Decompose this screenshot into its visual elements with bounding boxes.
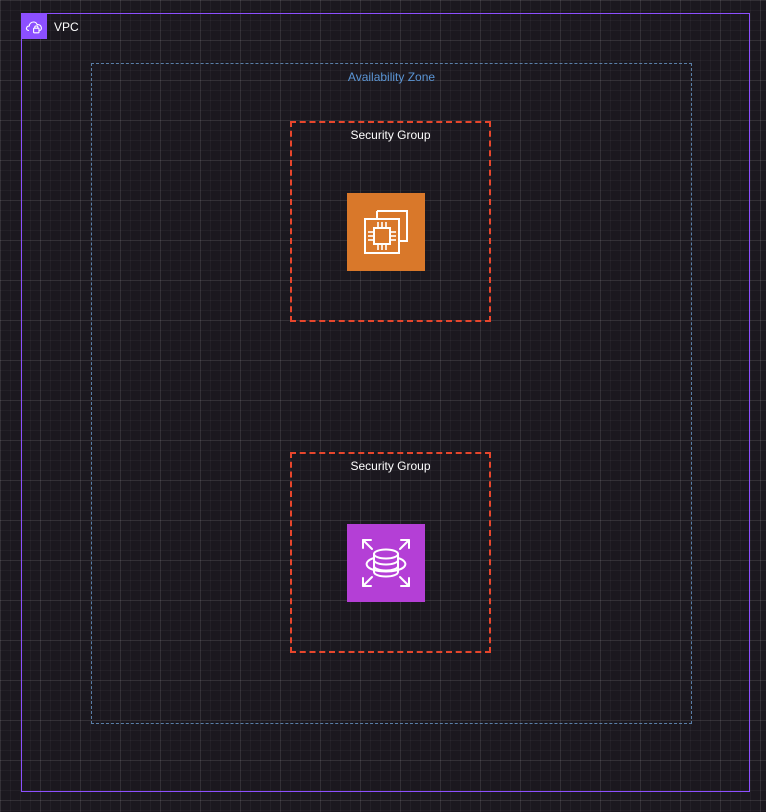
availability-zone-label: Availability Zone xyxy=(347,70,436,84)
security-group-rds[interactable]: Security Group xyxy=(290,452,491,653)
vpc-label: VPC xyxy=(54,20,79,34)
ec2-instance-icon[interactable] xyxy=(347,193,425,271)
security-group-ec2[interactable]: Security Group xyxy=(290,121,491,322)
rds-database-icon[interactable] xyxy=(347,524,425,602)
security-group-label: Security Group xyxy=(350,128,431,142)
vpc-group[interactable]: VPC xyxy=(21,13,750,792)
vpc-cloud-lock-icon xyxy=(22,14,47,39)
security-group-label: Security Group xyxy=(350,459,431,473)
availability-zone-group[interactable]: Availability Zone xyxy=(91,63,692,724)
